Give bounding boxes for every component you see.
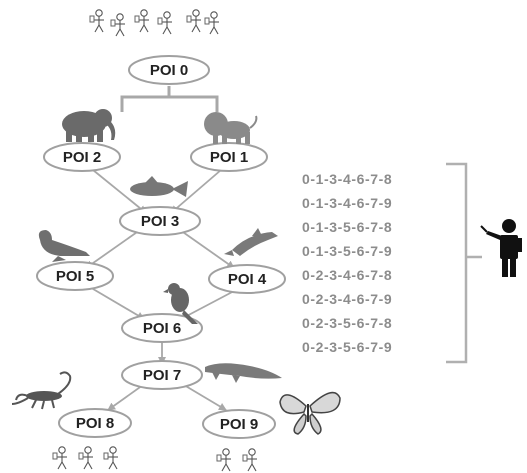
parrot-icon (163, 283, 198, 324)
node-label: POI 2 (63, 149, 101, 166)
scorpion-icon (11, 371, 72, 410)
visitor-icon (134, 9, 150, 33)
edge-poi4-poi6 (180, 289, 237, 320)
route-item: 0-1-3-5-6-7-8 (302, 219, 392, 235)
node-label: POI 7 (143, 367, 181, 384)
fish-icon (130, 176, 188, 197)
visitor-group-poi9 (216, 448, 258, 472)
edge-poi7-poi8 (107, 384, 144, 411)
node-poi1[interactable]: POI 1 (190, 142, 268, 172)
visitor-icon (110, 13, 126, 37)
edge-poi2-poi3 (92, 169, 147, 214)
visitor-icon (216, 448, 232, 472)
edge-poi1-poi3 (170, 169, 222, 214)
node-poi5[interactable]: POI 5 (36, 261, 114, 291)
guide-icon (480, 219, 522, 277)
dolphin-icon (224, 228, 278, 256)
route-item: 0-1-3-4-6-7-8 (302, 171, 392, 187)
node-poi7[interactable]: POI 7 (121, 360, 203, 390)
visitor-icon (204, 11, 220, 35)
route-item: 0-2-3-4-6-7-9 (302, 291, 392, 307)
node-label: POI 9 (220, 416, 258, 433)
node-label: POI 3 (141, 213, 179, 230)
node-poi3[interactable]: POI 3 (119, 206, 201, 236)
edge-poi3-poi5 (85, 229, 141, 269)
visitor-icon (186, 9, 202, 33)
edge-poi7-poi9 (183, 384, 227, 411)
edge-poi3-poi4 (179, 229, 235, 269)
edge-layer (85, 169, 237, 411)
node-label: POI 4 (228, 271, 267, 288)
node-label: POI 0 (150, 62, 188, 79)
visitor-icon (157, 11, 173, 35)
route-item: 0-2-3-4-6-7-8 (302, 267, 392, 283)
visitor-icon (78, 446, 94, 470)
node-label: POI 5 (56, 268, 94, 285)
visitor-icon (242, 448, 258, 472)
routes-bracket (446, 162, 482, 364)
node-poi6[interactable]: POI 6 (121, 313, 203, 343)
crocodile-icon (205, 363, 282, 383)
seal-icon (38, 230, 90, 262)
node-poi0[interactable]: POI 0 (128, 55, 210, 85)
node-poi4[interactable]: POI 4 (208, 264, 286, 294)
visitor-group-top (89, 9, 220, 37)
node-label: POI 6 (143, 320, 181, 337)
node-label: POI 1 (210, 149, 248, 166)
route-item: 0-1-3-5-6-7-9 (302, 243, 392, 259)
edge-poi5-poi6 (87, 285, 145, 320)
visitor-group-poi8 (52, 446, 119, 470)
visitor-icon (103, 446, 119, 470)
elephant-icon (62, 109, 116, 142)
node-label: POI 8 (76, 415, 114, 432)
node-poi2[interactable]: POI 2 (43, 142, 121, 172)
butterfly-icon (279, 391, 341, 435)
node-poi9[interactable]: POI 9 (202, 409, 276, 439)
node-poi8[interactable]: POI 8 (58, 408, 132, 438)
visitor-icon (52, 446, 68, 470)
route-list: 0-1-3-4-6-7-8 0-1-3-4-6-7-9 0-1-3-5-6-7-… (302, 171, 392, 355)
branch-bracket (120, 86, 219, 112)
lion-icon (204, 112, 258, 144)
route-item: 0-2-3-5-6-7-9 (302, 339, 392, 355)
visitor-icon (89, 9, 105, 33)
route-item: 0-1-3-4-6-7-9 (302, 195, 392, 211)
route-item: 0-2-3-5-6-7-8 (302, 315, 392, 331)
